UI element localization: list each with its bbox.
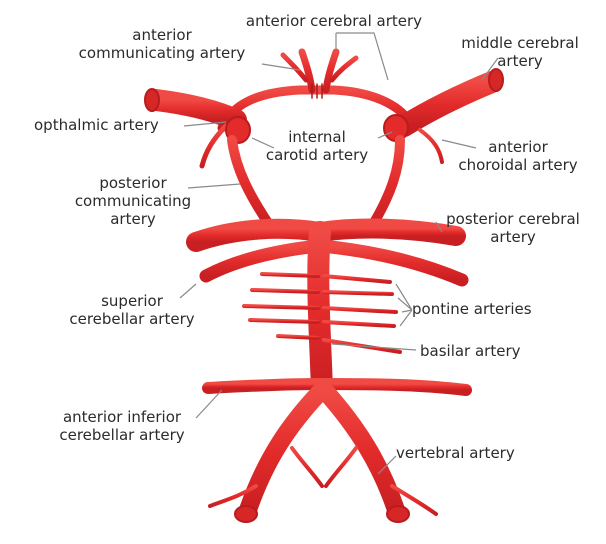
leader-lines <box>179 32 499 475</box>
leader-anterior-cerebral <box>335 32 389 81</box>
vertebral-right <box>317 383 405 519</box>
anterior-cerebral-branch-left <box>298 48 316 94</box>
superior-cerebellar-left <box>199 239 325 283</box>
label-opthalmic-artery: opthalmic artery <box>34 116 159 134</box>
anterior-communicating-marks <box>311 83 323 99</box>
label-anterior-communicating-line1: anterior <box>132 26 192 44</box>
middle-cerebral-right <box>393 71 503 137</box>
posterior-cerebral-left <box>186 218 330 252</box>
label-anterior-inferior-cerebellar-artery: anterior inferior cerebellar artery <box>42 408 202 444</box>
leader-aica <box>195 389 223 419</box>
vertebral-twig-right <box>390 484 438 516</box>
label-posterior-communicating-artery: posterior communicating artery <box>60 174 206 228</box>
pontine-left-3 <box>242 304 320 310</box>
label-posterior-cerebral-line2: artery <box>490 228 536 246</box>
vertebral-twig-left <box>208 484 258 508</box>
label-anterior-communicating-line2: communicating artery <box>78 44 246 62</box>
label-vertebral-artery: vertebral artery <box>396 444 515 462</box>
leader-vertebral <box>377 455 397 475</box>
posterior-communicating-right <box>367 135 405 231</box>
pontine-right-3 <box>322 306 398 314</box>
label-anterior-choroidal-line1: anterior <box>488 138 548 156</box>
label-aica-line2: cerebellar artery <box>59 426 185 444</box>
middle-cerebral-end-left <box>144 88 160 112</box>
label-posterior-communicating-line2: communicating <box>74 192 192 210</box>
anterior-cerebral-ring <box>217 85 415 133</box>
label-posterior-communicating-line1: posterior <box>99 174 167 192</box>
label-basilar-artery: basilar artery <box>420 342 521 360</box>
label-middle-cerebral-line1: middle cerebral <box>461 34 579 52</box>
vertebral-end-left <box>234 505 258 523</box>
label-anterior-choroidal-artery: anterior choroidal artery <box>440 138 596 174</box>
arteries <box>144 48 504 532</box>
leader-basilar <box>331 343 417 351</box>
pontine-arteries-group <box>242 272 402 354</box>
pontine-right-4 <box>322 320 396 328</box>
label-posterior-cerebral-line1: posterior cerebral <box>446 210 580 228</box>
spinal-branch-left <box>290 446 324 488</box>
label-anterior-communicating-artery: anterior communicating artery <box>56 26 268 62</box>
label-internal-carotid-line1: internal <box>288 128 346 146</box>
opthalmic-artery-path <box>199 123 229 169</box>
leader-anterior-choroidal <box>441 139 477 149</box>
pontine-right-2 <box>322 290 394 296</box>
anterior-cerebral-branch-left2 <box>280 52 309 83</box>
leader-anterior-communicating <box>261 63 301 71</box>
posterior-cerebral-right <box>310 218 466 246</box>
anterior-cerebral-branch-right <box>322 48 340 94</box>
label-anterior-choroidal-line2: choroidal artery <box>458 156 578 174</box>
label-superior-cerebellar-artery: superior cerebellar artery <box>58 292 206 328</box>
label-aica-line1: anterior inferior <box>62 408 182 426</box>
label-posterior-cerebral-artery: posterior cerebral artery <box>430 210 596 246</box>
label-middle-cerebral-line2: artery <box>497 52 543 70</box>
pontine-left-4 <box>248 318 320 324</box>
pontine-right-1 <box>322 274 392 284</box>
spinal-branch-right <box>324 446 358 488</box>
label-pontine-arteries: pontine arteries <box>412 300 532 318</box>
label-internal-carotid-line2: carotid artery <box>265 146 369 164</box>
anterior-choroidal-path <box>418 128 444 164</box>
leader-posterior-communicating <box>187 183 241 189</box>
aica-left <box>202 378 328 394</box>
vertebral-left <box>239 383 329 519</box>
superior-cerebellar-right <box>315 239 469 287</box>
pontine-left-2 <box>250 288 320 294</box>
leader-opthalmic <box>183 121 227 127</box>
label-middle-cerebral-artery: middle cerebral artery <box>446 34 594 70</box>
middle-cerebral-left <box>145 89 247 131</box>
anterior-cerebral-branch-right2 <box>329 55 359 83</box>
leader-pontine <box>395 283 413 327</box>
pontine-left-1 <box>260 272 320 278</box>
leader-middle-cerebral <box>481 57 499 81</box>
middle-cerebral-end-right <box>488 68 504 92</box>
vertebral-end-right <box>386 505 410 523</box>
leader-internal-carotid-right <box>377 131 393 139</box>
label-superior-cerebellar-line1: superior <box>101 292 163 310</box>
posterior-communicating-left <box>227 135 275 231</box>
leader-superior-cerebellar <box>179 283 197 299</box>
leader-posterior-cerebral <box>435 221 443 233</box>
aica-right <box>316 378 472 396</box>
label-internal-carotid-artery: internal carotid artery <box>244 128 390 164</box>
basilar-artery-path <box>307 221 333 401</box>
leader-internal-carotid-left <box>251 137 275 149</box>
pontine-left-5 <box>276 334 320 340</box>
label-posterior-communicating-line3: artery <box>110 210 156 228</box>
label-anterior-cerebral-artery: anterior cerebral artery <box>245 12 423 30</box>
label-superior-cerebellar-line2: cerebellar artery <box>69 310 195 328</box>
